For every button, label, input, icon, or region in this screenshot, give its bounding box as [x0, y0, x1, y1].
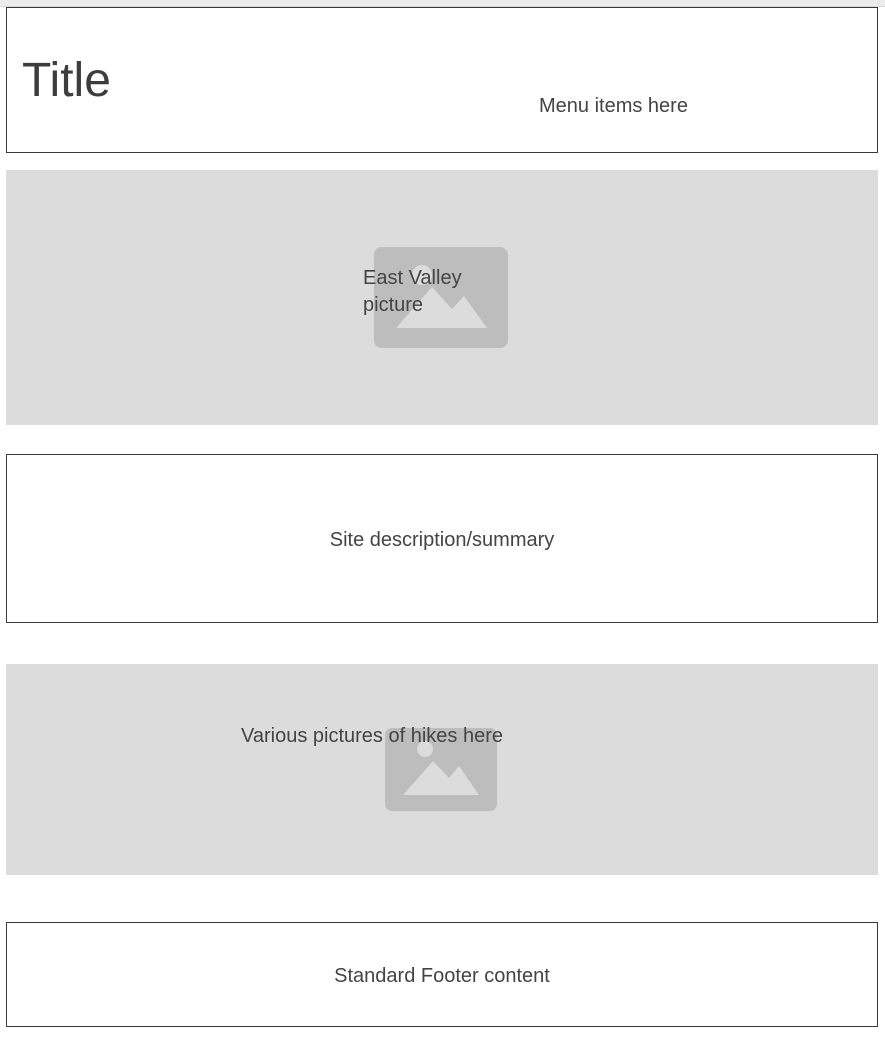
image-placeholder-icon — [385, 728, 497, 811]
window-top-edge — [0, 0, 885, 7]
hike-gallery-placeholder: Various pictures of hikes here — [6, 664, 878, 875]
site-summary-section: Site description/summary — [6, 454, 878, 623]
page-header: Title Menu items here — [6, 7, 878, 153]
image-placeholder-icon — [374, 247, 508, 348]
menu-placeholder[interactable]: Menu items here — [539, 95, 688, 117]
page-footer: Standard Footer content — [6, 922, 878, 1027]
footer-text: Standard Footer content — [334, 965, 550, 987]
gallery-caption: Various pictures of hikes here — [241, 725, 503, 747]
hero-caption: East Valley picture — [363, 267, 462, 316]
site-summary-text: Site description/summary — [329, 529, 555, 551]
page-title: Title — [22, 54, 111, 107]
hero-image-placeholder: East Valley picture — [6, 170, 878, 425]
